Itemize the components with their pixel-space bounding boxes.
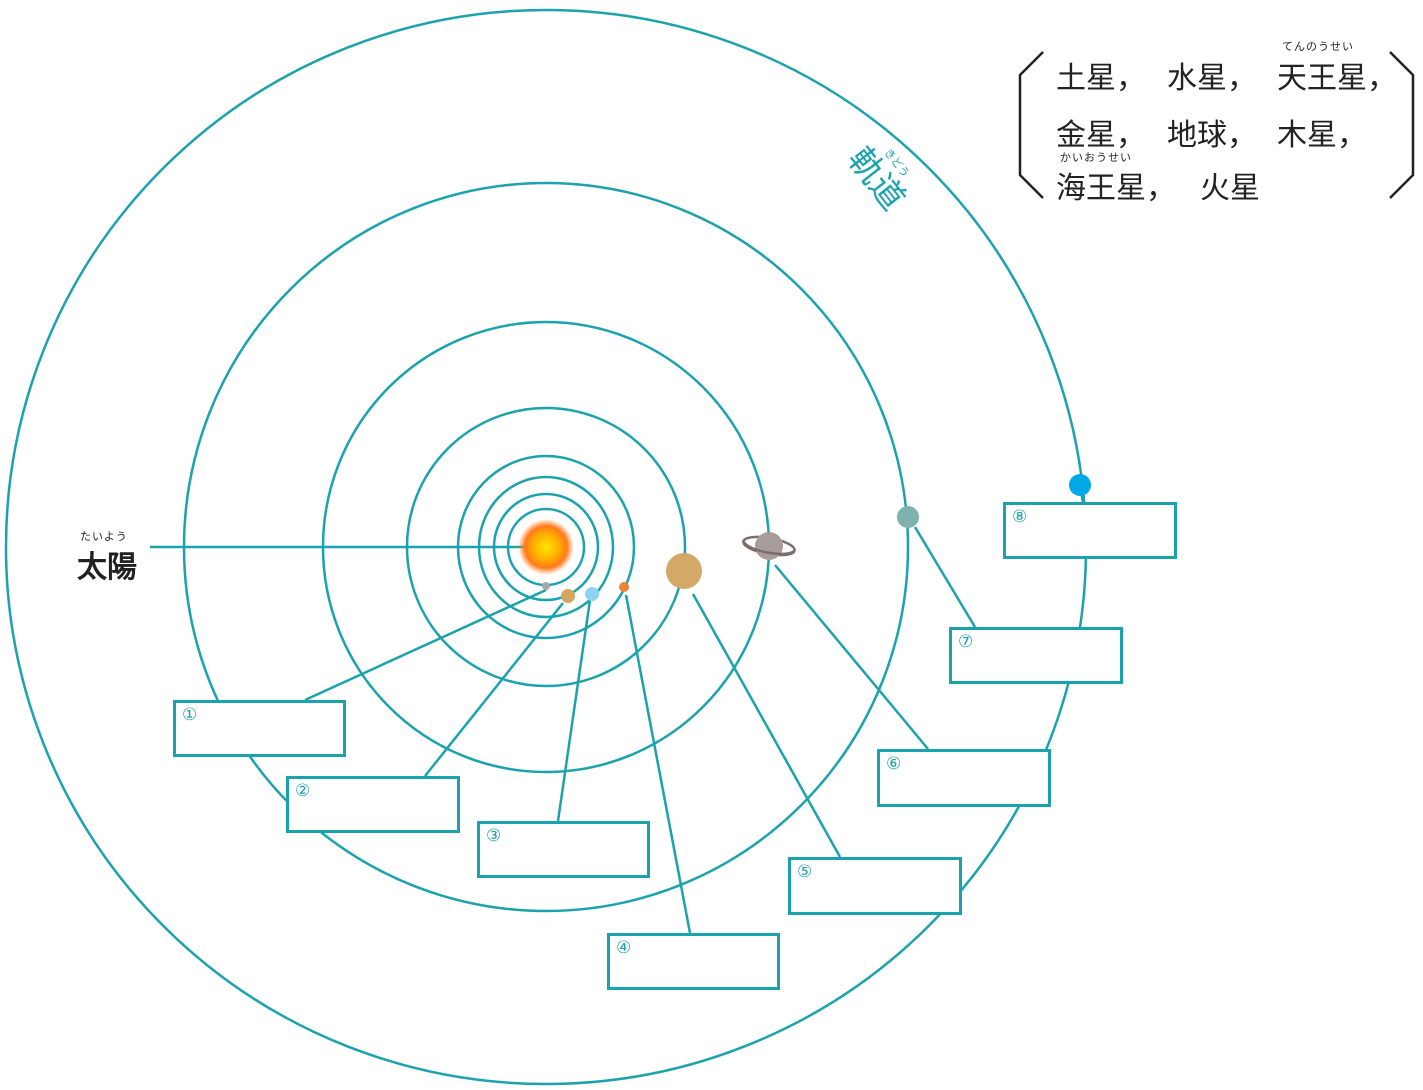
leader-line-3 — [556, 599, 592, 822]
answer-box-7[interactable]: ⑦ — [949, 627, 1123, 684]
leader-line-1 — [304, 588, 547, 702]
uranus-reading: てんのうせい — [1282, 40, 1354, 53]
orbit-label: 軌道 きどう — [839, 140, 912, 218]
neptune-reading: かいおうせい — [1060, 151, 1132, 164]
leader-line-5 — [691, 593, 842, 858]
answer-box-number: ⑧ — [1012, 507, 1028, 527]
planet-mercury — [542, 582, 550, 590]
planet-venus — [561, 589, 575, 603]
leader-line-7 — [913, 526, 977, 628]
answer-box-number: ⑥ — [886, 754, 902, 774]
answer-box-number: ⑤ — [797, 862, 813, 882]
word-bank-left-bracket — [1018, 51, 1044, 199]
planet-earth — [585, 587, 599, 601]
planet-jupiter — [666, 553, 702, 589]
answer-box-number: ⑦ — [958, 632, 974, 652]
sun-reading: たいよう — [80, 530, 128, 543]
word-uranus: 天王星， — [1277, 61, 1397, 96]
leader-line-4 — [624, 594, 692, 934]
sun — [518, 519, 574, 575]
answer-box-number: ① — [182, 705, 198, 725]
planet-saturn — [742, 532, 796, 560]
answer-box-6[interactable]: ⑥ — [877, 749, 1051, 807]
answer-box-4[interactable]: ④ — [607, 933, 780, 990]
answer-box-3[interactable]: ③ — [477, 821, 650, 878]
planet-mars — [619, 582, 629, 592]
answer-box-8[interactable]: ⑧ — [1003, 502, 1177, 559]
planet-neptune — [1069, 474, 1091, 496]
word-venus: 金星， — [1056, 118, 1146, 153]
sun-label: 太陽 — [77, 550, 137, 585]
answer-box-1[interactable]: ① — [173, 700, 346, 757]
answer-box-2[interactable]: ② — [286, 776, 460, 833]
answer-box-number: ④ — [616, 938, 632, 958]
leader-lines — [150, 491, 1085, 934]
leader-line-2 — [424, 602, 564, 777]
answer-box-5[interactable]: ⑤ — [788, 857, 962, 915]
leader-line-6 — [774, 564, 929, 750]
word-earth: 地球， — [1167, 118, 1257, 153]
word-jupiter: 木星， — [1277, 118, 1367, 153]
word-saturn: 土星， — [1056, 61, 1146, 96]
answer-box-number: ② — [295, 781, 311, 801]
word-neptune: 海王星， — [1056, 171, 1176, 206]
answer-box-number: ③ — [486, 826, 502, 846]
word-bank-right-bracket — [1389, 51, 1415, 199]
word-mercury: 水星， — [1167, 61, 1257, 96]
word-mars: 火星 — [1200, 171, 1260, 206]
planet-uranus — [897, 506, 919, 528]
